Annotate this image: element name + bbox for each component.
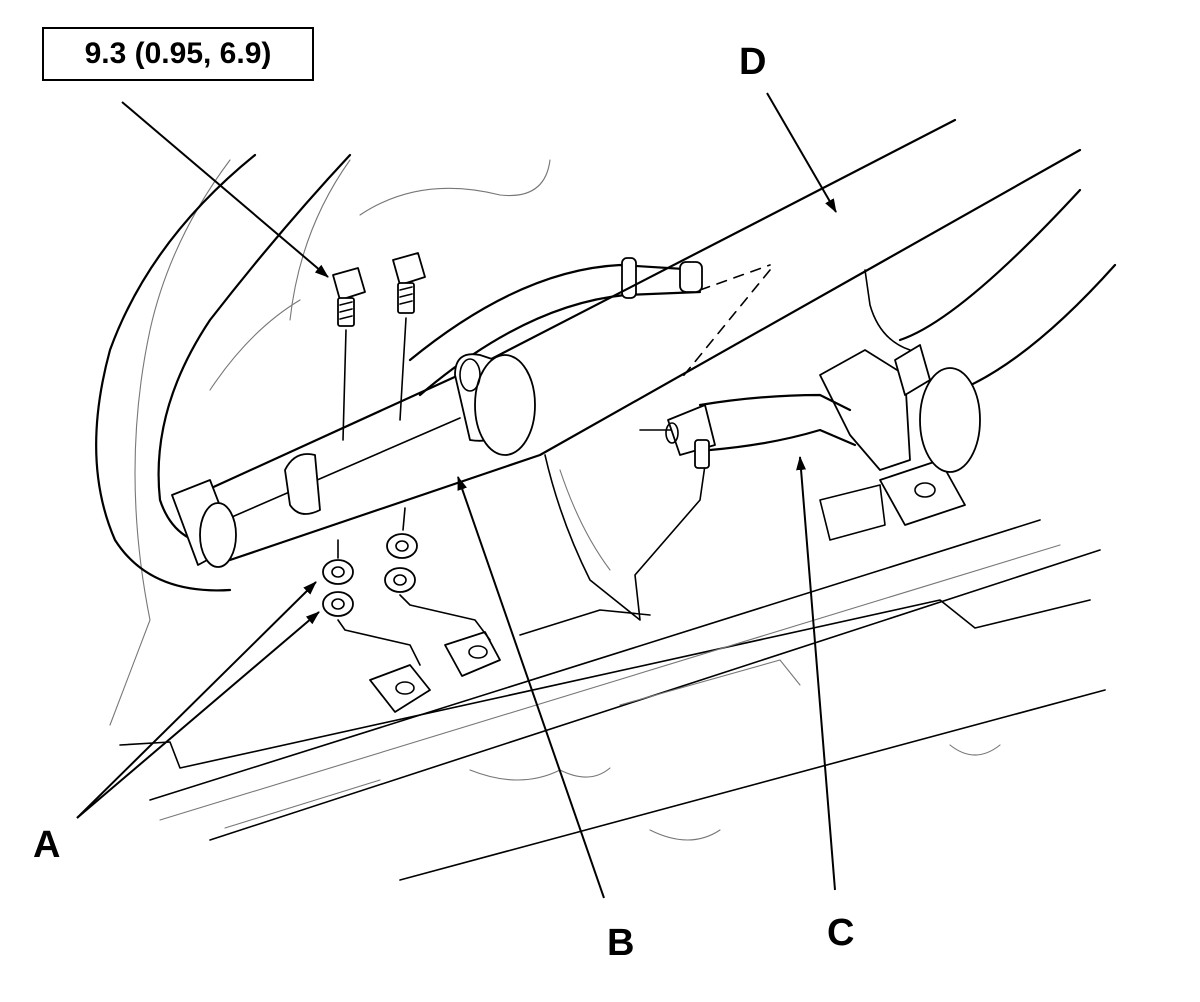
nuts-a [322, 507, 491, 666]
left-curved-hose [95, 153, 352, 592]
floor-panel [109, 159, 1106, 881]
leader-c [796, 456, 836, 891]
callout-d: D [739, 41, 767, 83]
leader-b [457, 476, 605, 899]
leader-d [766, 92, 837, 213]
floor-bracket-left [369, 631, 501, 713]
callout-c: C [827, 912, 855, 954]
exhaust-pipe-main [183, 118, 1117, 562]
floor-bracket-right [819, 459, 966, 541]
torque-leader [121, 101, 329, 278]
pipe-clamp-center [454, 353, 536, 456]
heat-shield [544, 429, 711, 621]
pipe-clamp-right [819, 344, 981, 473]
callout-b: B [607, 922, 635, 964]
bolt-right [392, 252, 426, 421]
torque-spec-label: 9.3 (0.95, 6.9) [42, 27, 314, 81]
leader-lines [76, 92, 837, 899]
hose-c [665, 393, 857, 469]
upper-return-pipe [408, 257, 771, 397]
callout-a: A [33, 824, 61, 866]
leader-a-lower [76, 611, 320, 819]
pipe-clamp-left [171, 453, 321, 568]
bolt-left [332, 267, 366, 441]
leader-a-upper [76, 581, 317, 819]
